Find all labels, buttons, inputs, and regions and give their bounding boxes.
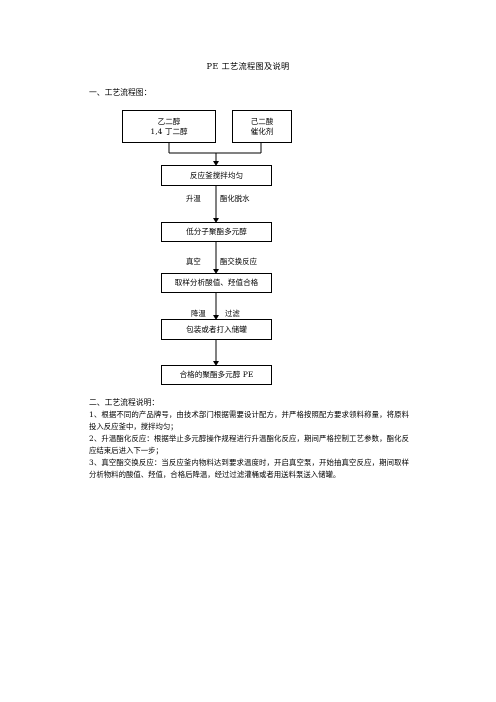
arrowhead-step1 [213, 161, 219, 166]
section-heading-flowchart: 一、工艺流程图： [89, 88, 152, 97]
step-box-low-polyol: 低分子聚酯多元醇 [161, 222, 272, 242]
input-catalyst: 催化剂 [250, 126, 274, 136]
note-paragraph-1: 1、根据不同的产品牌号，由技术部门根据需要设计配方，并严格按照配方要求领料称量，… [89, 410, 409, 432]
arrowhead-step5 [213, 361, 219, 366]
condition-cooling: 降温 [191, 309, 206, 318]
section-heading-description: 二、工艺流程说明： [89, 398, 160, 407]
step-box-sampling: 取样分析酸值、羟值合格 [161, 273, 272, 293]
arrowhead-step2 [213, 218, 219, 223]
note-paragraph-2: 2、升温酯化反应：根据举止多元醇操作规程进行升温酯化反应，期间严格控制工艺参数，… [89, 434, 409, 456]
arrowhead-step3 [213, 269, 219, 274]
step-final-product-label: 合格的聚酯多元醇 PE [179, 370, 254, 379]
step-box-packaging: 包装或者打入储罐 [161, 319, 272, 340]
step-box-final-product: 合格的聚酯多元醇 PE [161, 365, 272, 385]
step-sampling-label: 取样分析酸值、羟值合格 [174, 278, 259, 287]
step-packaging-label: 包装或者打入储罐 [186, 324, 247, 334]
step-box-mixing: 反应釜搅拌均匀 [161, 165, 272, 186]
input-alcohol-2: 1,4 丁二醇 [150, 126, 188, 136]
condition-vacuum: 真空 [186, 257, 201, 266]
input-box-alcohols: 乙二醇 1,4 丁二醇 [122, 110, 216, 143]
note-paragraph-3: 3、真空酯交换反应：当反应釜内物料达到要求温度时，开启真空泵，开始抽真空反应，期… [89, 458, 409, 480]
step-low-polyol-label: 低分子聚酯多元醇 [186, 227, 247, 236]
arrowhead-step4 [213, 315, 219, 320]
input-alcohol-1: 乙二醇 [157, 116, 181, 126]
condition-filtering: 过滤 [225, 309, 240, 318]
step-mixing-label: 反应釜搅拌均匀 [189, 170, 244, 180]
input-box-acid-catalyst: 己二酸 催化剂 [232, 110, 292, 143]
condition-heat: 升温 [186, 194, 201, 203]
condition-transesterification: 酯交换反应 [220, 257, 257, 266]
condition-esterification: 酯化脱水 [220, 194, 250, 203]
input-acid: 己二酸 [250, 116, 274, 126]
page-title: PE 工艺流程图及说明 [206, 61, 290, 71]
